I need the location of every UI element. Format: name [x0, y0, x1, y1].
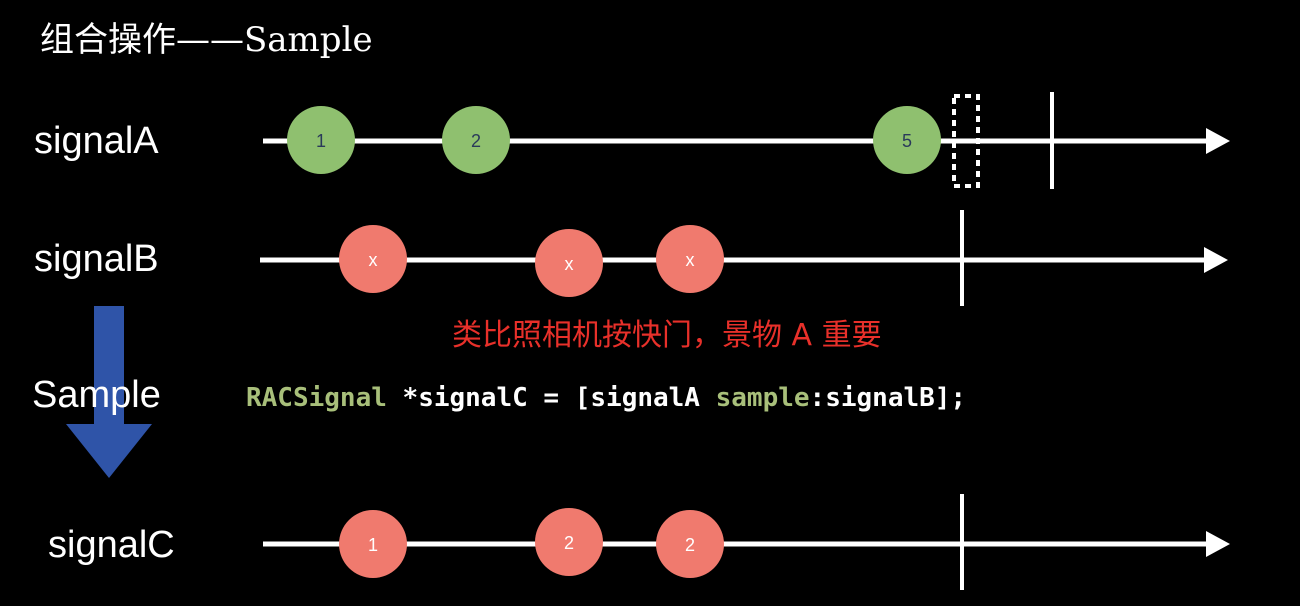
- signal-c-marble: 2: [535, 508, 603, 576]
- code-type: RACSignal: [246, 383, 387, 413]
- page-title: 组合操作——Sample: [40, 20, 373, 60]
- signal-b-timeline: [260, 210, 1228, 306]
- marble-label: 2: [685, 535, 695, 555]
- signal-a-marble: 1: [287, 106, 355, 174]
- marble-label: 1: [316, 131, 326, 151]
- signal-a-marble: 2: [442, 106, 510, 174]
- signal-a-marble: 5: [873, 106, 941, 174]
- signal-a-label: signalA: [34, 120, 159, 162]
- marble-label: x: [369, 250, 378, 270]
- code-declaration: *signalC = [signalA: [386, 383, 716, 413]
- signal-c-marble: 2: [656, 510, 724, 578]
- signal-b-marble: x: [535, 229, 603, 297]
- operator-down-arrow: [66, 306, 152, 478]
- operator-label: Sample: [32, 374, 161, 416]
- code-method: sample: [715, 383, 810, 413]
- code-line: RACSignal *signalC = [signalA sample:sig…: [246, 383, 966, 413]
- signal-b-marble: x: [656, 225, 724, 293]
- marble-label: 2: [564, 533, 574, 553]
- signal-a-timeline: [263, 92, 1230, 189]
- signal-c-label: signalC: [48, 524, 175, 566]
- sample-highlight-box: [952, 94, 980, 188]
- signal-c-marble: 1: [339, 510, 407, 578]
- annotation-note: 类比照相机按快门，景物 A 重要: [452, 318, 882, 353]
- code-arguments: :signalB];: [809, 383, 967, 413]
- signal-b-marble: x: [339, 225, 407, 293]
- marble-label: 2: [471, 131, 481, 151]
- marble-label: 1: [368, 535, 378, 555]
- signal-c-timeline: [263, 494, 1230, 590]
- signal-b-label: signalB: [34, 238, 159, 280]
- marble-label: x: [686, 250, 695, 270]
- marble-label: 5: [902, 131, 912, 151]
- marble-label: x: [565, 254, 574, 274]
